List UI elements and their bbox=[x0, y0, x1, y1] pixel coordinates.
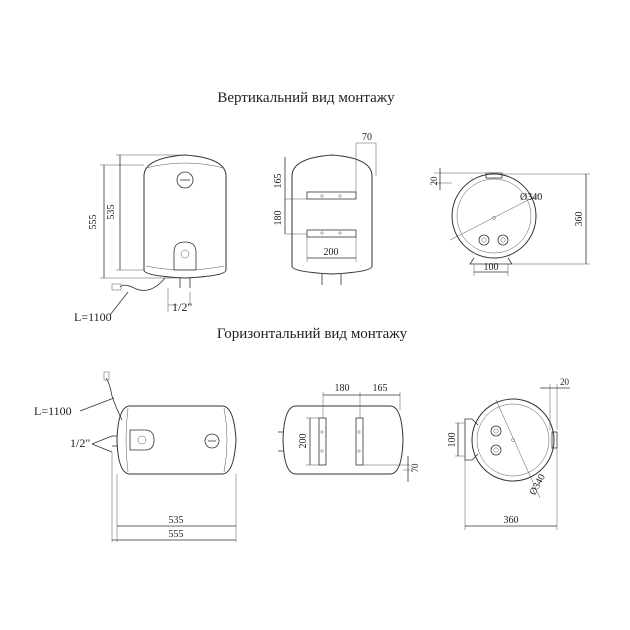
vertical-top-view: Ø340 100 20 360 bbox=[429, 168, 590, 276]
dim-180-vertical: 180 bbox=[273, 211, 284, 226]
dim-100-vertical: 100 bbox=[484, 262, 499, 273]
control-panel bbox=[173, 241, 197, 271]
dim-555: 555 bbox=[88, 215, 99, 230]
vertical-back-view: 70 165 180 200 bbox=[273, 132, 377, 285]
dim-165-vertical: 165 bbox=[273, 174, 284, 189]
mounting-bracket-left bbox=[318, 417, 327, 466]
dim-70-horizontal: 70 bbox=[410, 463, 420, 473]
power-cable bbox=[119, 277, 166, 291]
vertical-front-view: 555 535 L=1100 1/2" bbox=[74, 154, 227, 324]
vertical-title: Вертикальний вид монтажу bbox=[217, 90, 395, 106]
mounting-bracket-bottom bbox=[306, 229, 357, 238]
dim-diameter-vertical: Ø340 bbox=[520, 192, 542, 203]
dim-555-horizontal: 555 bbox=[169, 529, 184, 540]
dim-200-vertical: 200 bbox=[324, 247, 339, 258]
horizontal-title: Горизонтальний вид монтажу bbox=[217, 326, 408, 342]
dim-360-vertical: 360 bbox=[574, 212, 585, 227]
dim-20-vertical: 20 bbox=[429, 176, 439, 186]
dim-20-horizontal: 20 bbox=[560, 377, 570, 387]
mounting-bracket-top bbox=[306, 191, 357, 200]
dim-100-horizontal: 100 bbox=[447, 433, 458, 448]
power-cable-horizontal bbox=[105, 377, 123, 421]
dim-535-horizontal: 535 bbox=[169, 515, 184, 526]
pipe-thread-label: 1/2" bbox=[172, 300, 192, 314]
dim-535: 535 bbox=[106, 205, 117, 220]
horizontal-back-view: 180 165 200 70 bbox=[278, 383, 420, 482]
mounting-bracket-right bbox=[355, 417, 364, 466]
horizontal-side-view: Ø340 100 20 360 bbox=[447, 377, 570, 530]
horizontal-front-view: L=1100 1/2" 535 555 bbox=[34, 371, 237, 542]
dim-360-horizontal: 360 bbox=[504, 515, 519, 526]
thermometer-dial-horizontal bbox=[204, 433, 220, 449]
dim-70: 70 bbox=[362, 132, 372, 143]
cable-length-label: L=1100 bbox=[74, 310, 112, 324]
pipe-thread-label-horizontal: 1/2" bbox=[70, 436, 90, 450]
dim-165-horizontal: 165 bbox=[373, 383, 388, 394]
thermometer-dial bbox=[176, 171, 194, 189]
control-panel-horizontal bbox=[129, 429, 155, 451]
cable-length-label-horizontal: L=1100 bbox=[34, 404, 72, 418]
dim-200-horizontal: 200 bbox=[298, 434, 309, 449]
dim-180-horizontal: 180 bbox=[335, 383, 350, 394]
